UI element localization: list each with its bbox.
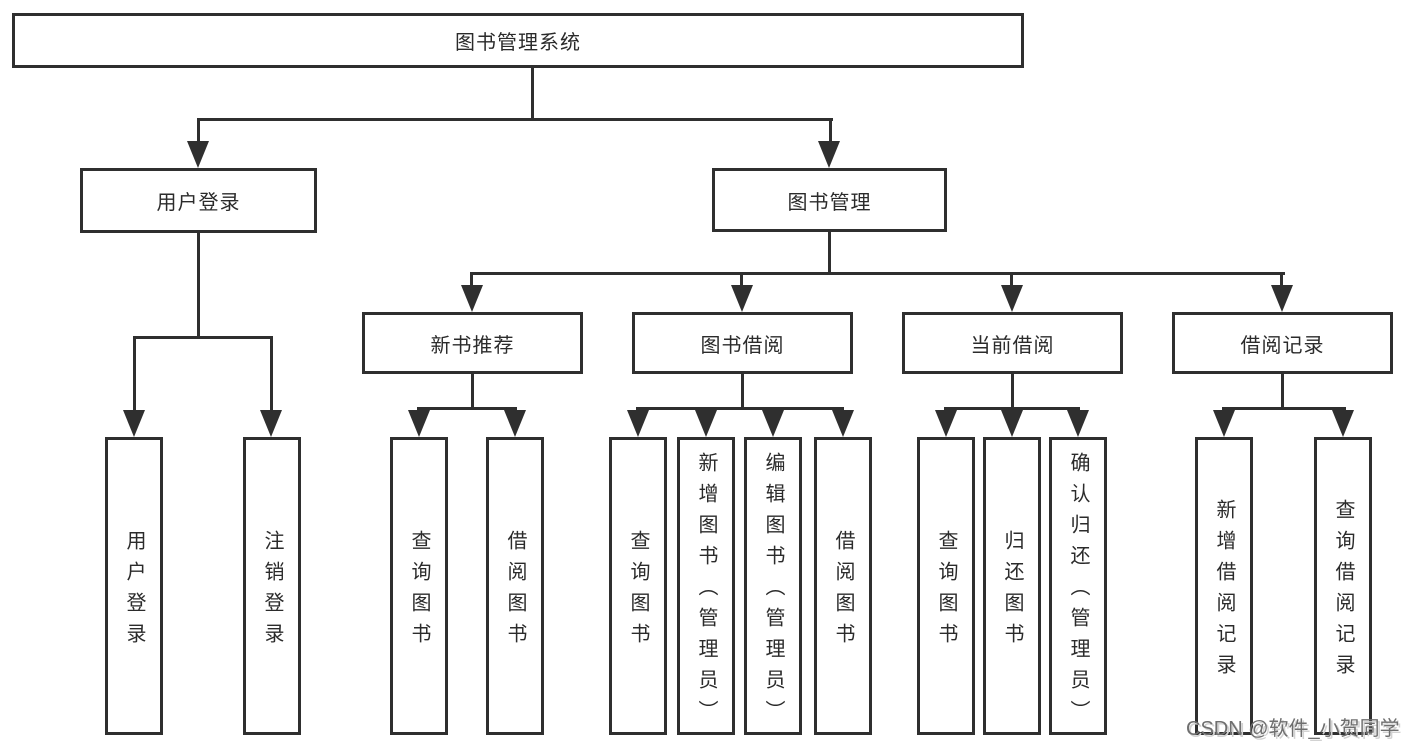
arrow-down-icon — [1271, 285, 1293, 312]
edge-level2-bar — [470, 272, 1285, 275]
edge-leaf-drop — [270, 338, 273, 411]
node-label: 图书管理系统 — [455, 32, 581, 54]
arrow-down-icon — [627, 410, 649, 437]
node-current-borrowing: 当前借阅 — [902, 312, 1123, 374]
node-user-login: 用户登录 — [80, 168, 317, 233]
node-book-borrowing: 图书借阅 — [632, 312, 853, 374]
edge-leaf-drop — [133, 338, 136, 411]
edge-book-borrow-bar — [636, 407, 844, 410]
edge-user-login-drop — [197, 118, 200, 144]
leaf-add-book-admin: 新增图书（管理员） — [677, 437, 735, 735]
edge-root-drop — [531, 68, 534, 121]
node-label: 新书推荐 — [430, 334, 515, 357]
node-book-management: 图书管理 — [712, 168, 947, 232]
arrow-down-icon — [731, 285, 753, 312]
leaf-query-books: 查询图书 — [390, 437, 448, 735]
edge-borrow-records-stem — [1281, 374, 1284, 409]
arrow-down-icon — [408, 410, 430, 437]
arrow-down-icon — [260, 410, 282, 437]
leaf-label: 查询借阅记录 — [1332, 498, 1354, 685]
leaf-edit-book-admin: 编辑图书（管理员） — [744, 437, 802, 735]
leaf-label: 借阅图书 — [504, 529, 526, 654]
leaf-label: 用户登录 — [123, 529, 145, 654]
leaf-label: 归还图书 — [1001, 529, 1023, 654]
leaf-label: 新增借阅记录 — [1213, 498, 1235, 685]
arrow-down-icon — [818, 141, 840, 168]
edge-level2-drop — [1280, 274, 1283, 287]
edge-level2-drop — [740, 274, 743, 287]
arrow-down-icon — [832, 410, 854, 437]
arrow-down-icon — [123, 410, 145, 437]
edge-user-login-bar — [133, 336, 273, 339]
leaf-user-login: 用户登录 — [105, 437, 163, 735]
leaf-label: 查询图书 — [627, 529, 649, 654]
edge-book-borrow-stem — [741, 374, 744, 409]
leaf-label: 查询图书 — [935, 529, 957, 654]
arrow-down-icon — [187, 141, 209, 168]
arrow-down-icon — [461, 285, 483, 312]
node-label: 图书借阅 — [700, 334, 785, 357]
leaf-logout: 注销登录 — [243, 437, 301, 735]
node-label: 图书管理 — [787, 191, 872, 214]
node-library-management-system: 图书管理系统 — [12, 13, 1024, 68]
edge-level2-drop — [470, 274, 473, 287]
arrow-down-icon — [1213, 410, 1235, 437]
leaf-query-books: 查询图书 — [609, 437, 667, 735]
leaf-return-book: 归还图书 — [983, 437, 1041, 735]
leaf-borrow-books: 借阅图书 — [486, 437, 544, 735]
leaf-confirm-return-admin: 确认归还（管理员） — [1049, 437, 1107, 735]
arrow-down-icon — [935, 410, 957, 437]
arrow-down-icon — [1001, 410, 1023, 437]
edge-current-borrow-bar — [944, 407, 1080, 410]
arrow-down-icon — [504, 410, 526, 437]
edge-new-book-bar — [417, 407, 517, 410]
edge-borrow-records-bar — [1222, 407, 1346, 410]
arrow-down-icon — [1001, 285, 1023, 312]
node-label: 借阅记录 — [1240, 334, 1325, 357]
edge-book-mgmt-drop — [829, 118, 832, 144]
leaf-label: 借阅图书 — [832, 529, 854, 654]
arrow-down-icon — [695, 410, 717, 437]
leaf-label: 注销登录 — [261, 529, 283, 654]
leaf-query-books: 查询图书 — [917, 437, 975, 735]
node-label: 用户登录 — [156, 192, 241, 214]
node-label: 当前借阅 — [970, 334, 1055, 357]
edge-book-mgmt-stem — [828, 232, 831, 274]
leaf-label: 查询图书 — [408, 529, 430, 654]
leaf-query-borrow-record: 查询借阅记录 — [1314, 437, 1372, 735]
leaf-label: 确认归还（管理员） — [1067, 452, 1089, 731]
edge-user-login-stem — [197, 233, 200, 338]
edge-current-borrow-stem — [1011, 374, 1014, 409]
leaf-borrow-books: 借阅图书 — [814, 437, 872, 735]
csdn-watermark: CSDN @软件_小贺同学 — [1186, 718, 1400, 740]
edge-level2-drop — [1010, 274, 1013, 287]
edge-level1-bar — [197, 118, 833, 121]
node-new-book-recommendation: 新书推荐 — [362, 312, 583, 374]
node-borrowing-records: 借阅记录 — [1172, 312, 1393, 374]
arrow-down-icon — [762, 410, 784, 437]
edge-new-book-stem — [471, 374, 474, 409]
arrow-down-icon — [1067, 410, 1089, 437]
leaf-label: 编辑图书（管理员） — [762, 452, 784, 731]
arrow-down-icon — [1332, 410, 1354, 437]
leaf-label: 新增图书（管理员） — [695, 452, 717, 731]
leaf-add-borrow-record: 新增借阅记录 — [1195, 437, 1253, 735]
